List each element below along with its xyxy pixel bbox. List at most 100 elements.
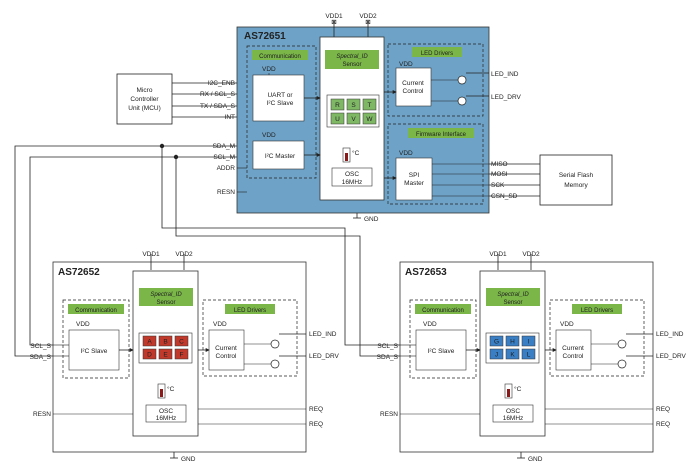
- channel-cell: [521, 335, 536, 347]
- channel-cell: [330, 112, 345, 125]
- channel-cell: [521, 348, 536, 360]
- led-vdd-label: VDD: [213, 321, 227, 328]
- pin-req: REQ: [656, 421, 670, 428]
- current-label-2: Control: [403, 88, 425, 95]
- led-drv-pin: LED_DRV: [656, 353, 687, 360]
- sensor-label-bg: [486, 288, 540, 306]
- pin-sda-s: SDA_S: [30, 354, 52, 361]
- communication-frame: [62, 299, 130, 379]
- current-label-1: Current: [215, 345, 237, 352]
- led-drivers-label: LED Drivers: [421, 51, 453, 57]
- mcu-label-1: Micro: [137, 87, 153, 94]
- flash-block: Serial Flash Memory: [539, 154, 613, 206]
- i2c-master-vdd-label: VDD: [262, 132, 276, 139]
- sensor-label-1: Spectral_ID: [150, 292, 182, 298]
- gnd-label: GND: [528, 456, 543, 463]
- channel-label: T: [368, 102, 372, 109]
- channel-cell: [362, 98, 377, 111]
- channel-cell: [330, 98, 345, 111]
- pin-mosi: MOSI: [491, 171, 508, 178]
- pin-req: REQ: [309, 421, 323, 428]
- i2c-slave-label: I²C Slave: [428, 348, 455, 355]
- flash-label-2: Memory: [564, 182, 588, 189]
- channel-label: S: [351, 102, 356, 109]
- channel-label: G: [494, 339, 499, 346]
- channel-cell: [505, 348, 520, 360]
- i2c-master-block: [252, 140, 305, 170]
- channel-cell: [489, 335, 504, 347]
- led-ind-pin: LED_IND: [656, 331, 684, 338]
- temp-label: °C: [352, 149, 360, 157]
- pin-resn: RESN: [217, 189, 235, 196]
- chip-title: AS72653: [405, 267, 447, 278]
- osc-label-2: 16MHz: [342, 179, 363, 186]
- spi-master-block: [395, 157, 433, 201]
- chip-as72651: AS72651 VDD1 VDD2 ⊠ ⊠ Spectral_ID Sensor…: [200, 13, 522, 223]
- i2c-slave-block: [68, 329, 120, 371]
- spi-label-1: SPI: [409, 172, 420, 179]
- channel-label: W: [366, 116, 373, 123]
- gnd-label: GND: [181, 456, 196, 463]
- pin-sck: SCK: [491, 182, 505, 189]
- led-vdd-label: VDD: [399, 61, 413, 68]
- current-label-2: Control: [216, 353, 238, 360]
- channel-label: K: [510, 352, 515, 359]
- current-source-icon: [617, 359, 627, 369]
- channel-label: R: [335, 102, 340, 109]
- current-control-block: [555, 329, 592, 371]
- flash-label-1: Serial Flash: [559, 172, 594, 179]
- led-drivers-frame: [202, 299, 298, 377]
- led-drv-pin: LED_DRV: [491, 94, 522, 101]
- svg-text:⊠: ⊠: [331, 19, 336, 26]
- thermometer-fill: [160, 389, 163, 397]
- spi-label-2: Master: [404, 180, 425, 187]
- channel-cell: [346, 112, 361, 125]
- communication-label: Communication: [422, 308, 464, 314]
- current-source-icon: [270, 359, 280, 369]
- channel-cell: [142, 348, 157, 360]
- bus-wiring: [14, 82, 540, 357]
- current-label-2: Control: [563, 353, 585, 360]
- led-drivers-label: LED Drivers: [581, 308, 613, 314]
- channel-cell: [362, 112, 377, 125]
- led-drivers-frame: [549, 299, 645, 377]
- pin-req: REQ: [656, 406, 670, 413]
- mcu-block: Micro Controller Unit (MCU): [116, 73, 173, 125]
- current-source-icon: [617, 339, 627, 349]
- channel-label: D: [147, 352, 152, 359]
- communication-label: Communication: [259, 54, 301, 60]
- firmware-label: Firmware Interface: [416, 132, 467, 138]
- communication-label: Communication: [75, 308, 117, 314]
- pin-addr: ADDR: [217, 165, 236, 172]
- osc-block: [145, 404, 187, 423]
- pin-csn-sd: CSN_SD: [491, 193, 518, 200]
- pin-sda-s: SDA_S: [377, 354, 399, 361]
- communication-frame: [409, 299, 477, 379]
- pin-resn: RESN: [33, 411, 51, 418]
- pin-resn: RESN: [380, 411, 398, 418]
- channel-label: J: [495, 352, 498, 359]
- channel-cell: [489, 348, 504, 360]
- slave-vdd-label: VDD: [76, 321, 90, 328]
- osc-label-2: 16MHz: [503, 415, 524, 422]
- led-ind-pin: LED_IND: [491, 71, 519, 78]
- chip-title: AS72651: [244, 31, 286, 42]
- led-drivers-label-bg: [572, 304, 622, 314]
- mcu-label-2: Controller: [130, 96, 159, 103]
- pin-sda-m: SDA_M: [213, 143, 235, 150]
- channel-label: F: [180, 352, 184, 359]
- communication-label-bg: [415, 304, 471, 314]
- pin-scl-m: SCL_M: [213, 154, 235, 161]
- channel-cell: [174, 335, 189, 347]
- pin-tx-sda-s: TX / SDA_S: [200, 103, 236, 110]
- osc-label-1: OSC: [345, 171, 359, 178]
- led-drivers-label: LED Drivers: [234, 308, 266, 314]
- sensor-label-2: Sensor: [156, 300, 175, 306]
- communication-label-bg: [68, 304, 124, 314]
- pin-int: INT: [225, 114, 236, 121]
- sensor-label-1: Spectral_ID: [497, 292, 529, 298]
- i2c-slave-label: I²C Slave: [81, 348, 108, 355]
